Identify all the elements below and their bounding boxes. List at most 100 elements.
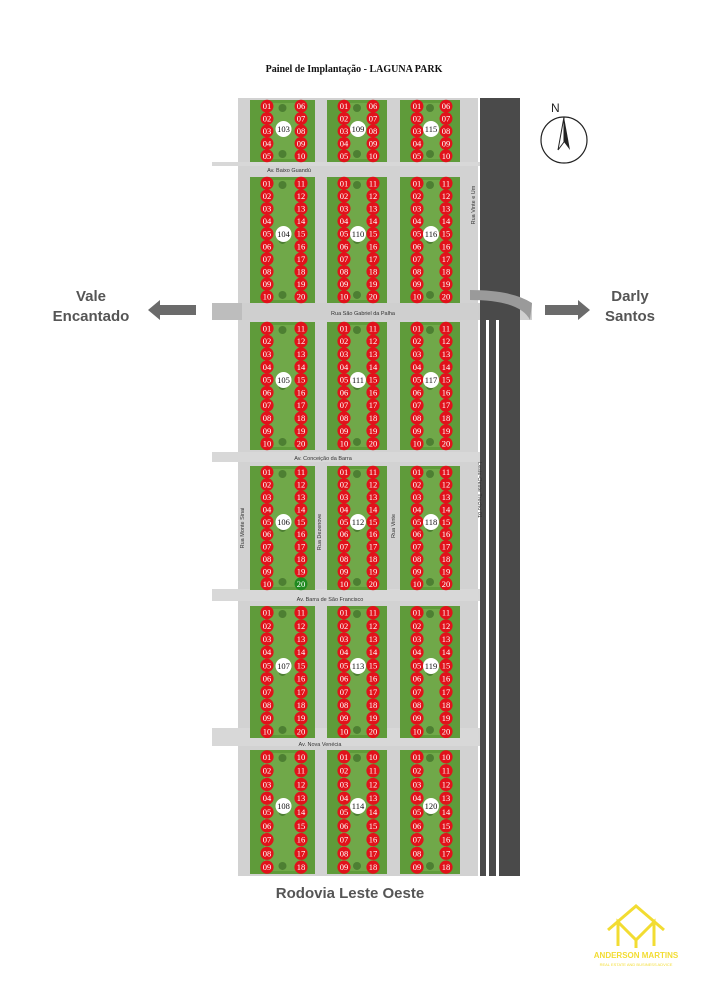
lot-marker <box>260 791 274 805</box>
lot-marker <box>366 136 380 150</box>
highway-lane-line <box>496 320 499 876</box>
lot-marker <box>337 239 351 253</box>
lot-marker <box>366 112 380 126</box>
lot-number: 06 <box>369 101 378 111</box>
lot-number: 10 <box>297 752 306 762</box>
block-id-badge <box>350 514 366 530</box>
block-112: 0102030405060708091011121314151617181920… <box>327 465 387 591</box>
lot-number: 07 <box>369 114 378 124</box>
lot-marker <box>294 645 308 659</box>
lot-number: 08 <box>263 267 272 277</box>
lot-marker <box>337 149 351 163</box>
block-id-label: 104 <box>277 229 291 239</box>
lot-marker <box>294 252 308 266</box>
lot-marker <box>337 277 351 291</box>
lot-marker <box>294 685 308 699</box>
lot-marker <box>260 502 274 516</box>
lot-marker <box>439 490 453 504</box>
lot-marker <box>337 698 351 712</box>
lot-number: 11 <box>297 608 305 618</box>
lot-number: 18 <box>442 862 451 872</box>
direction-arrows <box>148 300 590 320</box>
lot-number: 17 <box>442 254 451 264</box>
lot-number: 12 <box>369 621 378 631</box>
lot-marker <box>337 334 351 348</box>
lot-number: 14 <box>442 647 451 657</box>
lot-number: 01 <box>413 608 422 618</box>
lot-number: 17 <box>369 848 378 858</box>
lot-number: 19 <box>442 279 451 289</box>
lot-number: 08 <box>263 413 272 423</box>
lot-number: 13 <box>369 204 378 214</box>
lot-marker <box>410 805 424 819</box>
lot-marker <box>366 214 380 228</box>
lot-number: 14 <box>297 647 306 657</box>
lot-number: 12 <box>369 480 378 490</box>
street-name-v-mid2: Rua Vinte <box>391 514 397 538</box>
lot-number: 18 <box>297 267 306 277</box>
lot-number: 04 <box>263 647 272 657</box>
lot-marker <box>294 791 308 805</box>
lot-number: 17 <box>369 542 378 552</box>
lot-marker <box>294 290 308 304</box>
lot-number: 02 <box>263 114 272 124</box>
anderson-martins-logo: ANDERSON MARTINS REAL ESTATE AND BUSINES… <box>594 904 679 967</box>
lot-marker <box>410 819 424 833</box>
lot-marker <box>366 490 380 504</box>
lot-marker <box>260 832 274 847</box>
lot-marker <box>260 540 274 554</box>
lot-marker <box>337 552 351 566</box>
lot-marker <box>294 606 308 620</box>
lot-number: 10 <box>340 579 349 589</box>
lot-marker <box>260 515 274 529</box>
lot-marker <box>366 698 380 712</box>
lot-marker <box>294 99 308 113</box>
lot-marker <box>366 685 380 699</box>
lot-number: 10 <box>263 726 272 736</box>
lot-marker <box>260 411 274 425</box>
lot-number: 19 <box>442 426 451 436</box>
lot-number: 09 <box>369 138 378 148</box>
lot-number: 17 <box>442 542 451 552</box>
lot-number: 20 <box>369 292 378 302</box>
lot-number: 12 <box>369 336 378 346</box>
lot-marker <box>260 239 274 253</box>
lot-number: 04 <box>340 216 349 226</box>
lot-number: 16 <box>369 835 378 845</box>
arrow-right-icon <box>545 300 590 320</box>
lot-marker <box>294 819 308 833</box>
lot-marker <box>410 252 424 266</box>
lot-marker <box>260 201 274 216</box>
lot-marker <box>410 239 424 253</box>
lot-marker <box>410 124 424 138</box>
lot-number: 17 <box>297 542 306 552</box>
lot-marker <box>260 805 274 819</box>
lot-marker <box>439 819 453 833</box>
lot-number: 02 <box>413 621 422 631</box>
lot-marker <box>410 632 424 646</box>
block-111: 0102030405060708091011121314151617181920… <box>327 321 387 451</box>
lot-number: 11 <box>297 467 305 477</box>
lot-number: 12 <box>297 779 306 789</box>
lot-number: 20 <box>442 439 451 449</box>
lot-number: 16 <box>369 241 378 251</box>
tree-icon <box>426 725 434 734</box>
lot-marker <box>439 334 453 348</box>
tree-icon <box>353 470 361 478</box>
lot-marker <box>294 564 308 578</box>
lot-number: 04 <box>413 362 422 372</box>
lot-marker <box>294 424 308 438</box>
lot-marker <box>260 264 274 279</box>
block-id-badge <box>275 226 292 242</box>
block-118: 0102030405060708091011121314151617181920… <box>400 465 460 591</box>
lot-marker <box>337 437 351 451</box>
lot-number: 05 <box>340 517 349 527</box>
lot-marker <box>410 201 424 216</box>
lot-number: 01 <box>413 101 422 111</box>
lot-number: 15 <box>297 517 306 527</box>
lot-number: 16 <box>369 387 378 397</box>
lot-marker <box>439 398 453 412</box>
tree-icon <box>426 104 434 112</box>
lot-marker <box>439 645 453 659</box>
lot-number: 03 <box>340 779 349 789</box>
